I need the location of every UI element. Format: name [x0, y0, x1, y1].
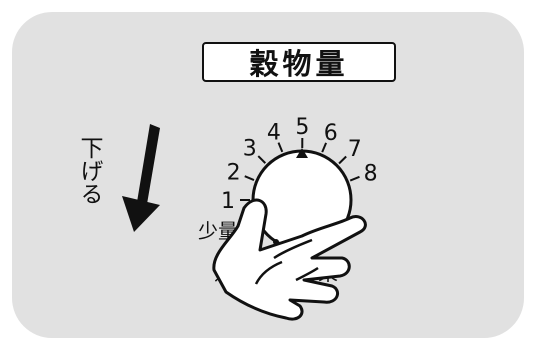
dial-scale-label: 7: [348, 137, 362, 162]
dial-scale-label: 8: [364, 161, 378, 186]
grain-amount-title: 穀物量: [202, 42, 396, 82]
lower-direction-label: 下げる: [78, 136, 102, 205]
dial-scale-label: 4: [267, 121, 281, 146]
dial-scale-label: 6: [324, 121, 338, 146]
dial-scale-label: 1: [221, 189, 235, 214]
dial-scale-label: 2: [227, 161, 241, 186]
dial-scale-label: 3: [243, 137, 257, 162]
dial-scale-label: 5: [295, 115, 309, 140]
